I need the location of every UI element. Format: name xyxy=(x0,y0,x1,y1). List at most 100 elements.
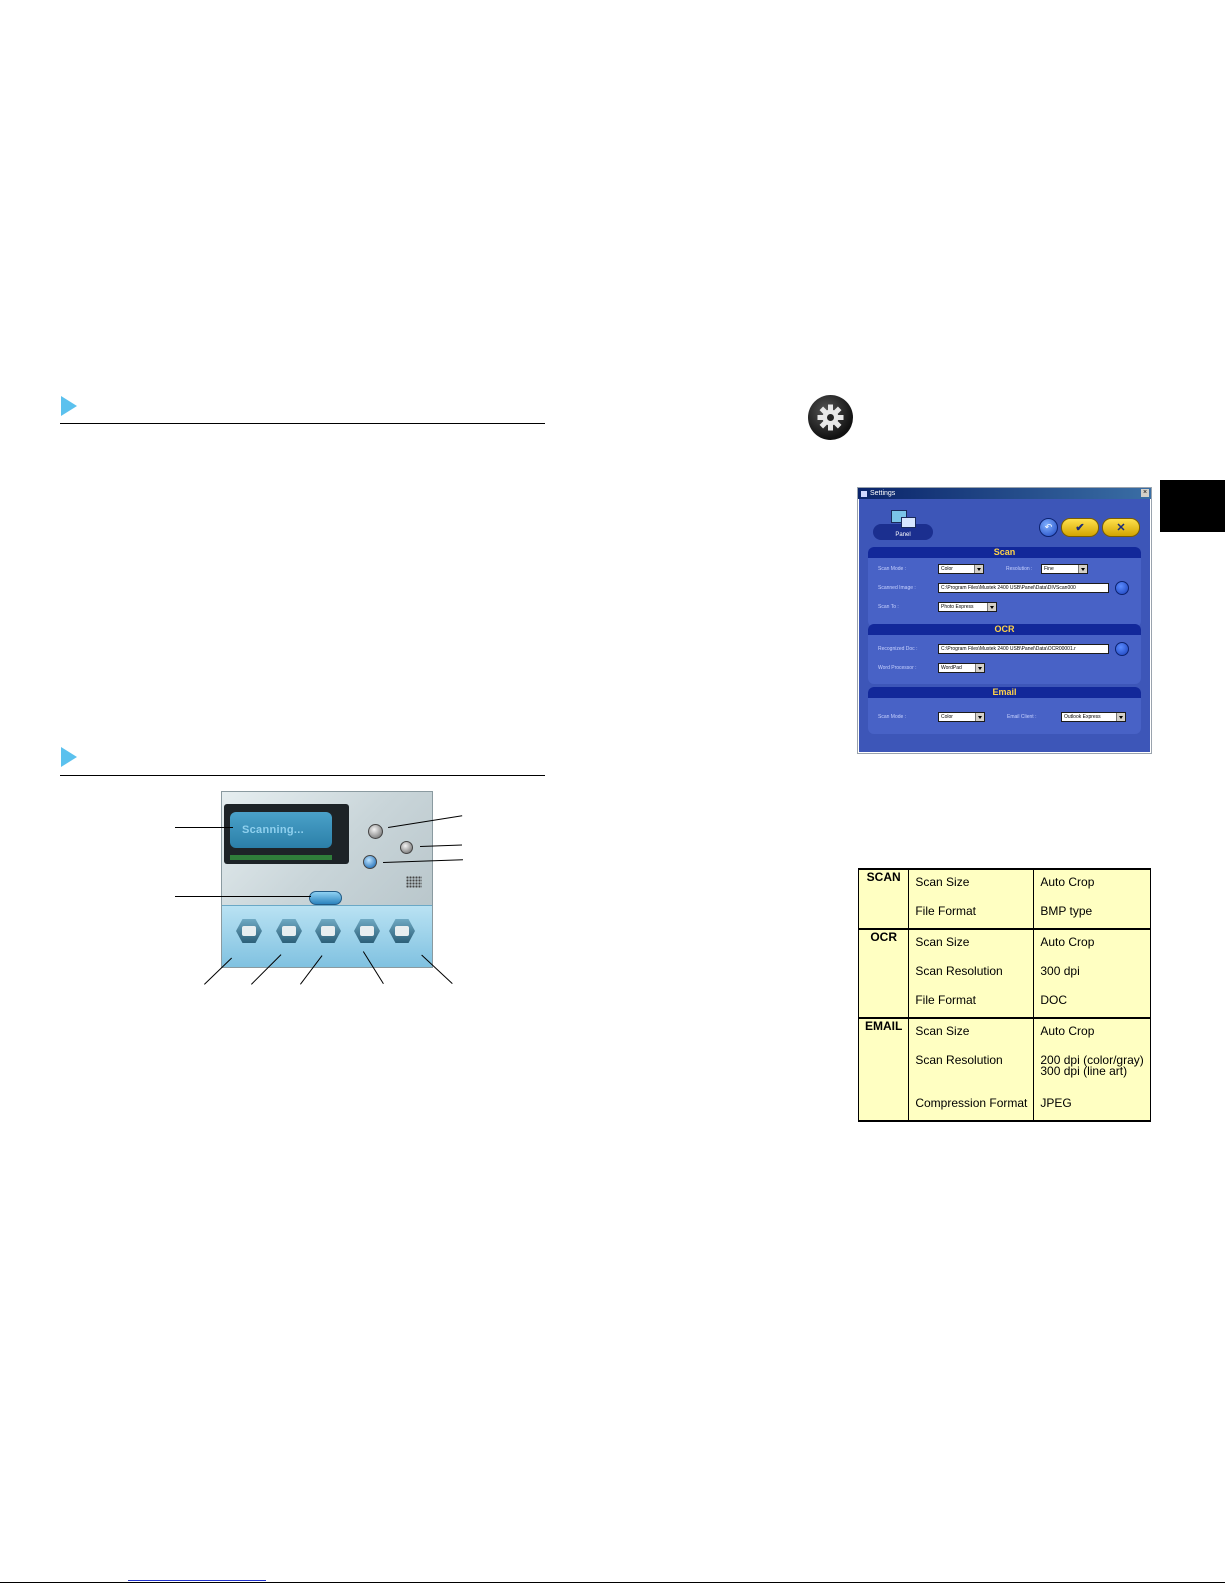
table-row: EMAIL Scan Size Scan Resolution Compress… xyxy=(857,1017,1151,1122)
section-marker-icon xyxy=(61,396,77,416)
printer-icon xyxy=(282,926,296,936)
table-row: SCAN Scan Size File Format Auto Crop BMP… xyxy=(857,868,1151,929)
section-divider xyxy=(60,423,545,424)
email-item-1: Scan Size xyxy=(915,1024,970,1038)
scan-group-header: Scan xyxy=(868,547,1141,558)
email-scan-mode-dropdown[interactable]: Color xyxy=(938,712,985,722)
table-cell-value: Auto Crop 200 dpi (color/gray) 300 dpi (… xyxy=(1033,1017,1151,1122)
panel-round-button-middle[interactable] xyxy=(400,841,413,854)
scan-mode-value: Color xyxy=(941,566,953,572)
ok-button[interactable]: ✔ xyxy=(1061,518,1099,537)
resolution-label: Resolution : xyxy=(1006,566,1033,572)
lcd-progress-bar xyxy=(230,855,332,860)
speaker-grille xyxy=(406,876,422,888)
scan-item-1: Scan Size xyxy=(915,875,970,889)
table-cell-item: Scan Size Scan Resolution Compression Fo… xyxy=(908,1017,1035,1122)
recognized-doc-browse-button[interactable] xyxy=(1115,642,1129,656)
lcd-display: Scanning... xyxy=(230,812,332,848)
section-marker-icon xyxy=(61,747,77,767)
chevron-down-icon xyxy=(975,713,984,721)
settings-window-body: Panel ↶ ✔ ✕ Scan Scan Mode : Color Resol… xyxy=(859,499,1150,752)
scan-value-2: BMP type xyxy=(1040,904,1093,918)
chevron-down-icon xyxy=(1116,713,1125,721)
table-cell-item: Scan Size File Format xyxy=(908,868,1035,929)
table-cell-value: Auto Crop BMP type xyxy=(1033,868,1151,929)
footer-divider xyxy=(0,1582,1225,1583)
email-function-button[interactable] xyxy=(354,919,380,943)
window-close-icon[interactable]: × xyxy=(1141,489,1149,497)
email-value-2b: 300 dpi (line art) xyxy=(1040,1064,1128,1078)
ocr-function-button[interactable] xyxy=(315,919,341,943)
scan-value-1: Auto Crop xyxy=(1040,875,1095,889)
envelope-icon xyxy=(360,926,374,936)
scanner-panel-image: Scanning... xyxy=(221,791,433,968)
email-group-header: Email xyxy=(868,687,1141,698)
callout-line-middle-button xyxy=(420,844,463,847)
ocr-group-header: OCR xyxy=(868,624,1141,635)
category-ocr: OCR xyxy=(857,928,910,1018)
ocr-value-3: DOC xyxy=(1040,993,1068,1007)
email-client-label: Email Client : xyxy=(1007,714,1037,720)
email-client-value: Outlook Express xyxy=(1064,714,1101,720)
panel-round-button-top[interactable] xyxy=(368,824,383,839)
recognized-doc-path-field[interactable]: C:\Program Files\Mustek 2400 USB\Panel\D… xyxy=(938,644,1109,654)
scan-mode-dropdown[interactable]: Color xyxy=(938,564,984,574)
email-value-1: Auto Crop xyxy=(1040,1024,1095,1038)
ocr-value-1: Auto Crop xyxy=(1040,935,1095,949)
custom-function-button[interactable] xyxy=(389,919,415,943)
document-icon xyxy=(321,926,335,936)
scan-mode-label: Scan Mode : xyxy=(878,566,907,572)
resolution-value: Fine xyxy=(1044,566,1054,572)
chevron-down-icon xyxy=(975,664,984,672)
panel-center-pill-button[interactable] xyxy=(309,891,342,905)
email-scan-mode-label: Scan Mode : xyxy=(878,714,907,720)
undo-button[interactable]: ↶ xyxy=(1039,518,1058,537)
panel-monitor-icon-2 xyxy=(901,517,916,528)
scanned-image-label: Scanned Image : xyxy=(878,585,916,591)
callout-line-lcd xyxy=(175,827,233,828)
callout-line-pill xyxy=(175,896,311,897)
ocr-value-2: 300 dpi xyxy=(1040,964,1080,978)
email-item-2: Scan Resolution xyxy=(915,1053,1003,1067)
panel-round-button-blue[interactable] xyxy=(363,855,377,869)
table-row: OCR Scan Size Scan Resolution File Forma… xyxy=(857,928,1151,1018)
ocr-item-2: Scan Resolution xyxy=(915,964,1003,978)
scan-to-dropdown[interactable]: Photo Express xyxy=(938,602,997,612)
copy-function-button[interactable] xyxy=(276,919,302,943)
email-item-3: Compression Format xyxy=(915,1096,1028,1110)
word-processor-value: WordPad xyxy=(941,665,962,671)
email-scan-mode-value: Color xyxy=(941,714,953,720)
panel-tab[interactable]: Panel xyxy=(873,524,933,540)
scan-item-2: File Format xyxy=(915,904,977,918)
chevron-down-icon xyxy=(974,565,983,573)
footer-link-underline xyxy=(128,1580,266,1581)
table-cell-item: Scan Size Scan Resolution File Format xyxy=(908,928,1035,1018)
settings-title-bar: Settings × xyxy=(858,488,1151,499)
recognized-doc-path-value: C:\Program Files\Mustek 2400 USB\Panel\D… xyxy=(941,646,1076,652)
cancel-button[interactable]: ✕ xyxy=(1102,518,1140,537)
settings-window-title: Settings xyxy=(870,490,896,497)
section-divider xyxy=(60,775,545,776)
panel-tab-label: Panel xyxy=(895,532,911,538)
table-cell-value: Auto Crop 300 dpi DOC xyxy=(1033,928,1151,1018)
ocr-item-3: File Format xyxy=(915,993,977,1007)
scanned-image-path-field[interactable]: C:\Program Files\Mustek 2400 USB\Panel\D… xyxy=(938,583,1109,593)
category-scan: SCAN xyxy=(857,868,910,929)
default-settings-table: SCAN Scan Size File Format Auto Crop BMP… xyxy=(857,868,1151,1122)
callout-line-scan xyxy=(204,957,233,985)
scanned-image-browse-button[interactable] xyxy=(1115,581,1129,595)
custom-r-icon xyxy=(395,926,409,936)
window-app-icon xyxy=(861,490,867,497)
email-client-dropdown[interactable]: Outlook Express xyxy=(1061,712,1126,722)
scanner-icon xyxy=(242,926,256,936)
callout-line-custom xyxy=(421,954,453,984)
word-processor-label: Word Processor : xyxy=(878,665,917,671)
ocr-item-1: Scan Size xyxy=(915,935,970,949)
recognized-doc-label: Recognized Doc : xyxy=(878,646,918,652)
scan-to-value: Photo Express xyxy=(941,604,974,610)
word-processor-dropdown[interactable]: WordPad xyxy=(938,663,985,673)
scanned-image-path-value: C:\Program Files\Mustek 2400 USB\Panel\D… xyxy=(941,585,1076,591)
resolution-dropdown[interactable]: Fine xyxy=(1041,564,1088,574)
chevron-down-icon xyxy=(1078,565,1087,573)
chevron-down-icon xyxy=(987,603,996,611)
